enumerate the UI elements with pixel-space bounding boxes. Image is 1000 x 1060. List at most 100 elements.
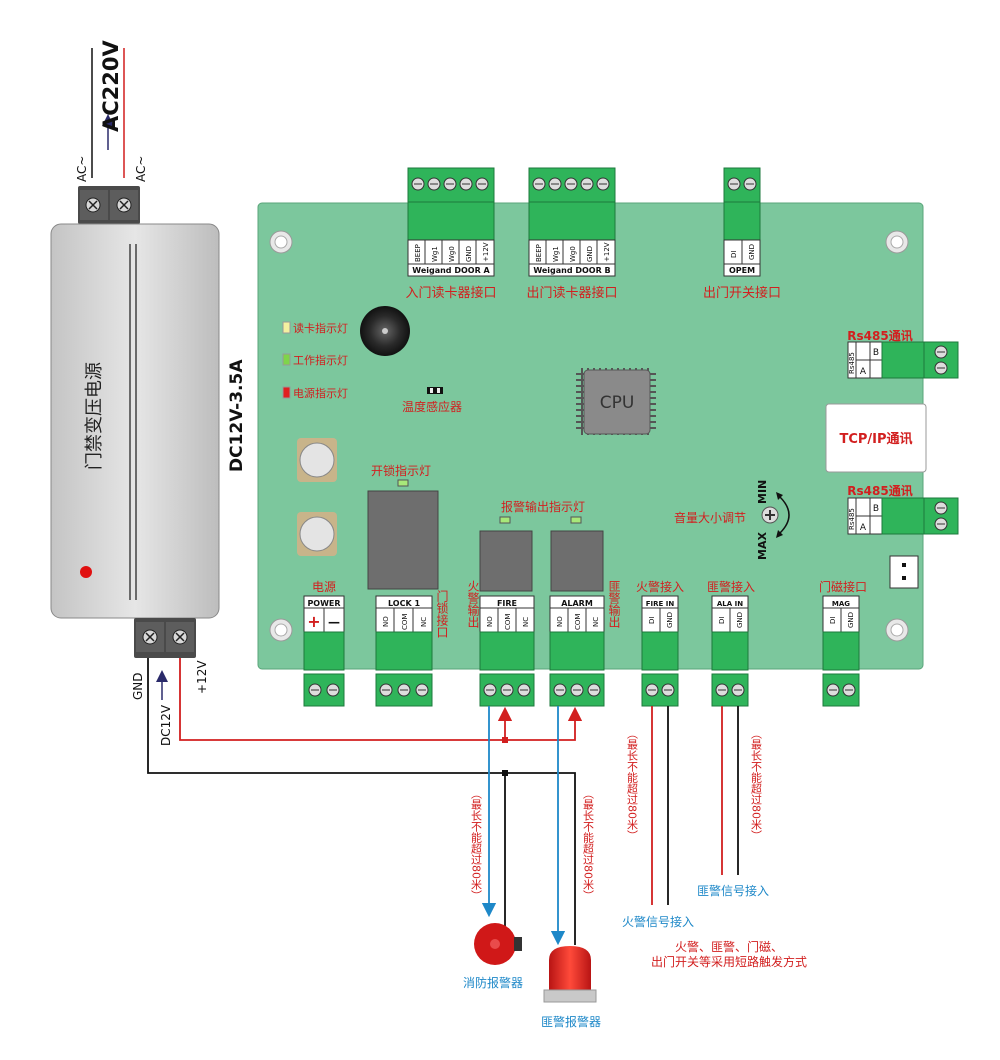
- pin-label: COM: [574, 614, 582, 630]
- alarm-led: [570, 516, 582, 524]
- minus-label: —: [328, 615, 340, 629]
- unlock-led-label: 开锁指示灯: [371, 463, 431, 478]
- mount-hole-icon: [885, 230, 909, 254]
- pin-label: NO: [382, 616, 390, 627]
- pin-label: DI: [718, 617, 726, 624]
- fire-signal-label: 火警信号接入: [622, 914, 694, 929]
- power-conn-title: 电源: [312, 580, 336, 594]
- cpu-chip: CPU: [576, 368, 656, 435]
- lock-connector: LOCK 1 NO COM NC: [375, 595, 433, 707]
- mount-hole-icon: [269, 618, 293, 642]
- pin-label: DI: [829, 617, 837, 624]
- connector-name: Weigand DOOR A: [412, 266, 490, 275]
- trigger-note-2: 出门开关等采用短路触发方式: [651, 954, 807, 969]
- pin-label: GND: [465, 246, 473, 262]
- alarm-led-label: 报警输出指示灯: [501, 499, 585, 514]
- backup-battery-icon: [297, 512, 337, 556]
- wiegand-b-caption: 出门读卡器接口: [526, 285, 617, 301]
- open-button-caption: 出门开关接口: [703, 285, 781, 301]
- pin-label: B: [873, 504, 879, 514]
- alarm-siren-icon: [543, 946, 597, 1003]
- pin-label: COM: [401, 614, 409, 630]
- volume-arc-icon: [779, 496, 790, 534]
- connector-name: FIRE IN: [646, 600, 675, 608]
- wiegand-b-connector: BEEP Wg1 Wg0 GND +12V Weigand DOOR B: [528, 167, 616, 277]
- alarm-side-label: 匪警输出: [607, 580, 621, 628]
- fire-relay: [479, 530, 533, 592]
- ac-right-label: AC~: [134, 156, 148, 182]
- fire-side-label: 火警输出: [466, 580, 480, 628]
- plus12v-label: +12V: [195, 660, 209, 694]
- rs485-bottom-connector: Rs485 A B: [847, 497, 959, 535]
- rs485-top-connector: Rs485 A B: [847, 341, 959, 379]
- pin-label: DI: [730, 251, 738, 258]
- pin-label: Wg0: [569, 246, 577, 262]
- pin-label: GND: [748, 244, 756, 260]
- pin-label: NC: [592, 617, 600, 627]
- ala-in-title: 匪警接入: [707, 579, 755, 594]
- pin-label: GND: [586, 246, 594, 262]
- read-led: [282, 321, 291, 334]
- fire-in-connector: FIRE IN DI GND: [641, 595, 679, 707]
- connector-name: MAG: [832, 600, 850, 608]
- indicator-label: 电源指示灯: [293, 386, 348, 400]
- max-len-note: （最长不能超过80米）: [750, 728, 763, 841]
- pin-label: NO: [486, 616, 494, 627]
- alarm-signal-label: 匪警信号接入: [697, 883, 769, 898]
- pin-label: GND: [666, 612, 674, 628]
- indicator-label: 读卡指示灯: [293, 321, 348, 335]
- max-len-note: （最长不能超过80米）: [582, 788, 595, 901]
- connector-name: LOCK 1: [388, 599, 420, 608]
- ac-left-label: AC~: [75, 156, 89, 182]
- volume-min-label: MIN: [756, 480, 769, 504]
- wires: [147, 658, 739, 946]
- pin-label: +12V: [603, 242, 611, 262]
- fire-in-title: 火警接入: [636, 579, 684, 594]
- trigger-note-1: 火警、匪警、门磁、: [675, 939, 783, 954]
- rs485-top-title: Rs485通讯: [847, 328, 912, 343]
- pin-label: DI: [648, 617, 656, 624]
- fire-led: [499, 516, 511, 524]
- psu-output-rating: DC12V-3.5A: [227, 359, 247, 472]
- lock-side-text: 门锁接口: [435, 589, 449, 638]
- fire-siren-icon: [474, 923, 522, 965]
- psu-led: [80, 566, 92, 578]
- unlock-led: [397, 479, 409, 487]
- mount-hole-icon: [885, 618, 909, 642]
- pin-label: BEEP: [414, 244, 422, 262]
- pin-label: GND: [847, 612, 855, 628]
- max-len-note: （最长不能超过80米）: [470, 788, 483, 901]
- ala-in-connector: ALA IN DI GND: [711, 595, 749, 707]
- indicator-label: 工作指示灯: [293, 353, 348, 367]
- mag-title: 门磁接口: [819, 579, 867, 594]
- pin-label: Rs485: [848, 352, 856, 374]
- alarm-siren-label: 匪警报警器: [541, 1014, 601, 1029]
- pin-label: BEEP: [535, 244, 543, 262]
- volume-max-label: MAX: [756, 532, 769, 560]
- max-len-note: （最长不能超过80米）: [626, 728, 639, 841]
- pin-label: Wg1: [552, 246, 560, 262]
- pin-label: A: [860, 523, 867, 533]
- temp-sensor-label: 温度感应器: [402, 399, 462, 414]
- power-led: [282, 386, 291, 399]
- cpu-label: CPU: [600, 393, 635, 413]
- pin-label: Rs485: [848, 508, 856, 530]
- mag-connector: MAG DI GND: [822, 595, 860, 707]
- plus12v-wire: [179, 658, 583, 741]
- gnd-label: GND: [131, 672, 145, 700]
- connector-name: FIRE: [497, 599, 517, 608]
- connector-name: POWER: [307, 599, 340, 608]
- rs485-bottom-title: Rs485通讯: [847, 483, 912, 498]
- temp-sensor-icon: [427, 387, 443, 394]
- mount-hole-icon: [269, 230, 293, 254]
- alarm-relay: [550, 530, 604, 592]
- power-supply: AC220V AC~ AC~ 门禁变压电源 DC12V-3.5A GND DC1…: [50, 40, 247, 746]
- pin-label: NO: [556, 616, 564, 627]
- power-connector: POWER + —: [303, 595, 345, 707]
- dc12v-label: DC12V: [159, 704, 173, 746]
- pin-label: Wg0: [448, 246, 456, 262]
- pin-label: COM: [504, 614, 512, 630]
- connector-name: OPEM: [729, 266, 755, 275]
- controller-board: BEEP Wg1 Wg0 GND +12V Weigand DOOR A 入门读…: [257, 167, 959, 707]
